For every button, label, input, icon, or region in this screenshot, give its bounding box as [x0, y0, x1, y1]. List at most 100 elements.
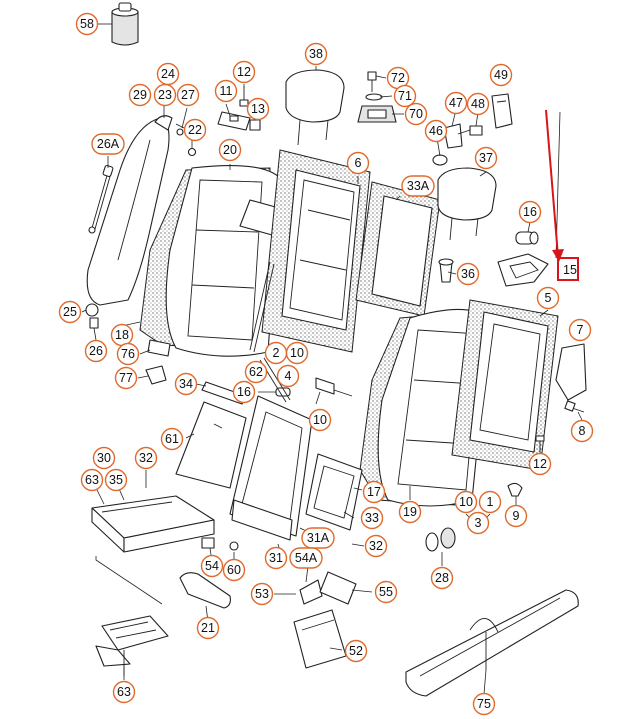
callout-38: 38 [304, 42, 328, 66]
callout-bubble [174, 372, 198, 396]
callout-bubble [80, 468, 104, 492]
callout-34: 34 [174, 372, 198, 396]
callout-bubble [276, 364, 300, 388]
part-rear-panel-drawing [355, 181, 441, 317]
callout-bubble [200, 554, 224, 578]
callout-label: 75 [477, 697, 491, 711]
callout-label: 13 [251, 102, 265, 116]
callout-bubble [456, 262, 480, 286]
callout-bubble [304, 42, 328, 66]
callout-2: 2 [264, 341, 288, 365]
callout-label: 16 [237, 385, 251, 399]
callout-label: 47 [449, 96, 463, 110]
callout-63: 63 [112, 680, 136, 704]
callout-bubble [308, 408, 332, 432]
callout-58: 58 [75, 12, 99, 36]
callout-30: 30 [92, 446, 116, 470]
callout-71: 71 [393, 84, 417, 108]
callout-label: 52 [349, 644, 363, 658]
part-upper-small-hardware-drawing [175, 86, 261, 157]
callout-bubble [232, 60, 256, 84]
part-clip-bolt-drawing [432, 93, 513, 166]
part-lower-right-screws-drawing [507, 435, 545, 497]
callout-32: 32 [364, 534, 388, 558]
callout-label: 32 [139, 451, 153, 465]
part-backrest-frame-drawing [249, 149, 371, 353]
callout-bubble [466, 92, 490, 116]
callout-5: 5 [536, 286, 560, 310]
callout-32: 32 [134, 446, 158, 470]
callout-bubble [134, 446, 158, 470]
callout-16: 16 [518, 200, 542, 224]
callout-label: 23 [158, 88, 172, 102]
callout-6: 6 [346, 151, 370, 175]
callout-label: 70 [409, 107, 423, 121]
callout-label: 29 [133, 88, 147, 102]
callout-bubble [160, 427, 184, 451]
callout-7: 7 [568, 318, 592, 342]
callout-27: 27 [176, 83, 200, 107]
callout-label: 7 [577, 323, 584, 337]
callout-label: 16 [523, 205, 537, 219]
part-screw-grommet-drawing [201, 537, 239, 551]
callout-4: 4 [276, 364, 300, 388]
callout-bubble [301, 527, 335, 549]
callout-label: 21 [201, 621, 215, 635]
callout-28: 28 [430, 566, 454, 590]
callout-bubble [246, 97, 270, 121]
callout-label: 27 [181, 88, 195, 102]
callout-label: 8 [579, 424, 586, 438]
callout-bubble [153, 83, 177, 107]
callout-bubble [570, 419, 594, 443]
callout-72: 72 [386, 66, 410, 90]
callout-15: 15 [563, 263, 577, 277]
callout-bubble [183, 118, 207, 142]
callout-bubble [264, 546, 288, 570]
callout-36: 36 [456, 262, 480, 286]
callout-label: 72 [391, 71, 405, 85]
callout-label: 33A [407, 179, 430, 193]
part-guide-bush-drawing [438, 231, 539, 283]
callout-label: 62 [249, 365, 263, 379]
callout-bubble [58, 300, 82, 324]
callout-label: 15 [563, 263, 577, 277]
callout-bubble [232, 380, 256, 404]
callout-bubble [536, 286, 560, 310]
callout-20: 20 [218, 138, 242, 162]
callout-label: 31A [307, 531, 330, 545]
callout-label: 76 [121, 347, 135, 361]
callout-label: 22 [188, 123, 202, 137]
callout-bubble [128, 83, 152, 107]
callout-8: 8 [570, 419, 594, 443]
callout-label: 63 [85, 473, 99, 487]
callout-label: 35 [109, 473, 123, 487]
callout-18: 18 [110, 323, 134, 347]
callout-bubble [424, 119, 448, 143]
callout-16: 16 [232, 380, 256, 404]
callout-label: 20 [223, 143, 237, 157]
part-left-small-hardware-drawing [85, 303, 171, 385]
callout-23: 23 [153, 83, 177, 107]
callout-76: 76 [116, 342, 140, 366]
callout-55: 55 [374, 580, 398, 604]
callout-70: 70 [404, 102, 428, 126]
callout-bubble [474, 146, 498, 170]
callout-bubble [360, 506, 384, 530]
callout-bubble [214, 79, 238, 103]
callout-label: 10 [290, 346, 304, 360]
callout-label: 33 [365, 511, 379, 525]
part-seat-panel-61-drawing [175, 401, 247, 489]
highlight-arrow [545, 109, 559, 257]
callout-35: 35 [104, 468, 128, 492]
callout-bubble [196, 616, 220, 640]
callout-17: 17 [362, 480, 386, 504]
callout-bubble [393, 84, 417, 108]
callout-bubble [504, 504, 528, 528]
callout-bubble [218, 138, 242, 162]
callout-label: 54A [295, 551, 318, 565]
callout-bubble [374, 580, 398, 604]
callout-label: 26A [97, 137, 120, 151]
callout-label: 19 [403, 505, 417, 519]
callout-10: 10 [454, 490, 478, 514]
